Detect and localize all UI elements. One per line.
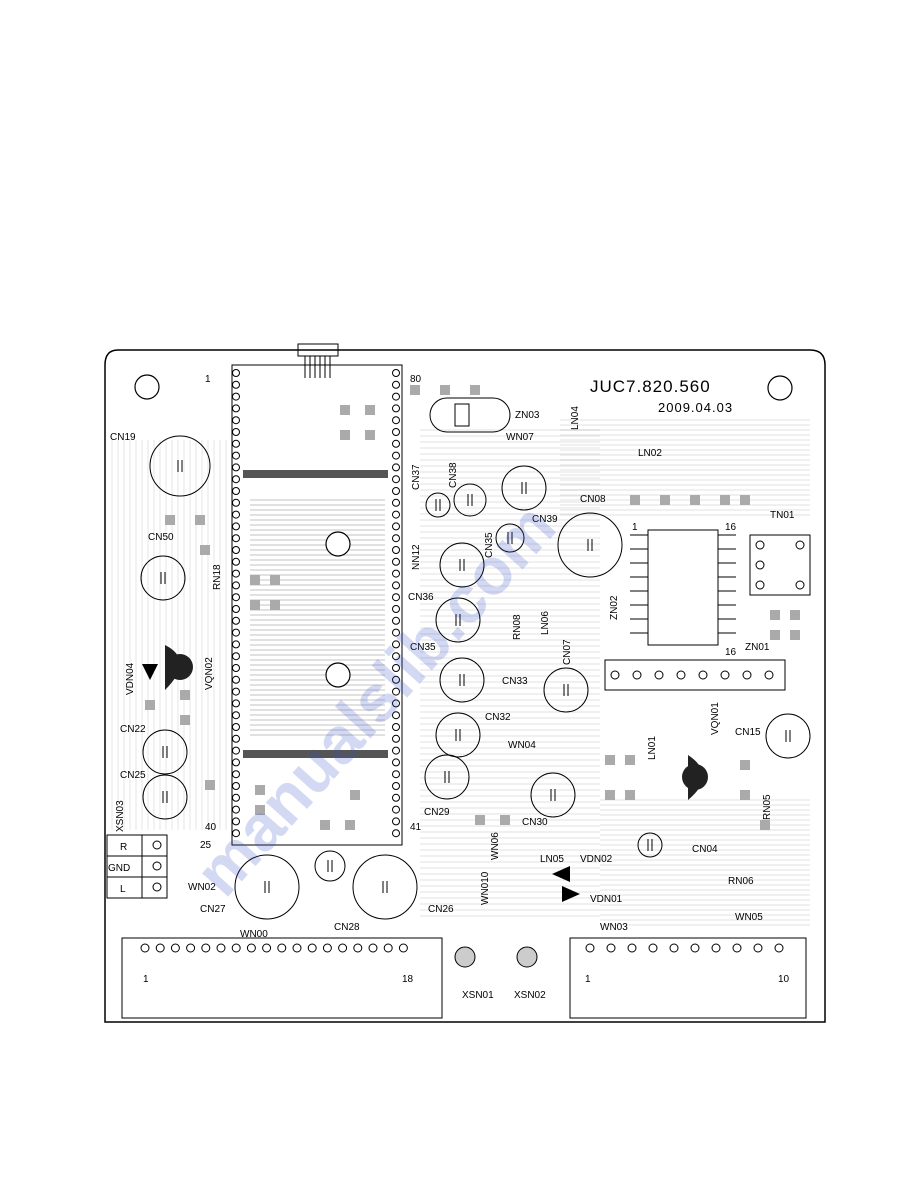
label-wn00: WN00 (240, 929, 268, 940)
label-wn02: WN02 (188, 882, 216, 893)
capacitors (140, 435, 811, 920)
jack-xsn01 (454, 946, 476, 968)
label-rn06: RN06 (728, 876, 754, 887)
mounting-hole-top-right (767, 375, 793, 401)
label-ln01: LN01 (647, 736, 658, 760)
label-cn29: CN29 (424, 807, 450, 818)
label-cn04: CN04 (692, 844, 718, 855)
ic-hole-upper (325, 531, 351, 557)
label-vqn01: VQN01 (710, 702, 721, 735)
label-zn03: ZN03 (515, 410, 540, 421)
diode-vdn04 (142, 664, 158, 680)
label-cn35b: CN35 (410, 642, 436, 653)
label-cn28: CN28 (334, 922, 360, 933)
label-wn07: WN07 (506, 432, 534, 443)
label-cn39: CN39 (532, 514, 558, 525)
wn00-pin-start: 1 (143, 974, 149, 985)
connector-zn01 (604, 659, 786, 691)
diode-vdn02 (552, 866, 570, 882)
transformer-tn01 (749, 534, 811, 596)
label-cn25: CN25 (120, 770, 146, 781)
label-vqn02: VQN02 (204, 657, 215, 690)
label-xsn03: XSN03 (115, 800, 126, 832)
wn03-pin-start: 1 (585, 974, 591, 985)
diode-vdn01 (562, 886, 580, 902)
label-cn37: CN37 (411, 464, 422, 490)
label-wn03: WN03 (600, 922, 628, 933)
label-cn36: CN36 (408, 592, 434, 603)
label-zn01: ZN01 (745, 642, 770, 653)
label-rn08: RN08 (512, 614, 523, 640)
smd-pads (145, 385, 800, 830)
label-cn08: CN08 (580, 494, 606, 505)
xsn03-pin-l: L (120, 884, 126, 895)
label-cn27: CN27 (200, 904, 226, 915)
ic-pin80-number: 80 (410, 374, 422, 385)
wn03-pin-end: 10 (778, 974, 790, 985)
ribbon-connector (297, 343, 339, 378)
mounting-hole-top-left (134, 374, 160, 400)
label-rn18: RN18 (212, 564, 223, 590)
zn01-pin-number: 16 (725, 647, 737, 658)
zn02-pin1-number: 1 (632, 522, 638, 533)
label-cn07: CN07 (562, 639, 573, 665)
label-cn19: CN19 (110, 432, 136, 443)
label-wn05: WN05 (735, 912, 763, 923)
label-xsn01: XSN01 (462, 990, 494, 1001)
label-cn35a: CN35 (484, 532, 495, 558)
zn02-pin16-number: 16 (725, 522, 737, 533)
label-wn04: WN04 (508, 740, 536, 751)
label-ln02: LN02 (638, 448, 662, 459)
label-cn32: CN32 (485, 712, 511, 723)
label-tn01: TN01 (770, 510, 795, 521)
label-vdn04: VDN04 (125, 662, 136, 695)
ic-zn02 (630, 529, 736, 646)
label-cn50: CN50 (148, 532, 174, 543)
label-cn26: CN26 (428, 904, 454, 915)
label-cn15: CN15 (735, 727, 761, 738)
label-rn05: RN05 (762, 794, 773, 820)
crystal-zn03 (429, 397, 511, 433)
label-ln06: LN06 (540, 611, 551, 635)
wn00-pin-end: 18 (402, 974, 414, 985)
board-outline (104, 349, 826, 1023)
label-wn06: WN06 (490, 832, 501, 860)
main-ic (231, 364, 403, 846)
wn02-pin-number: 25 (200, 840, 212, 851)
transistor-vqn01 (682, 755, 708, 800)
label-wn010: WN010 (480, 871, 491, 905)
connector-wn00 (121, 937, 443, 1019)
ic-hole-lower (325, 662, 351, 688)
ic-pin41-number: 41 (410, 822, 422, 833)
label-zn02: ZN02 (609, 595, 620, 620)
xsn03-pin-gnd: GND (108, 863, 130, 874)
label-cn38: CN38 (448, 462, 459, 488)
transistor-vqn02 (165, 645, 193, 690)
label-cn33: CN33 (502, 676, 528, 687)
label-xsn02: XSN02 (514, 990, 546, 1001)
xsn03-pin-r: R (120, 842, 127, 853)
board-date: 2009.04.03 (658, 400, 733, 415)
board-part-number: JUC7.820.560 (590, 377, 711, 396)
jack-xsn02 (516, 946, 538, 968)
connector-wn03 (569, 937, 807, 1019)
label-ln04: LN04 (570, 406, 581, 430)
connector-xsn03 (106, 834, 168, 899)
label-vdn02: VDN02 (580, 854, 613, 865)
ic-pin40-number: 40 (205, 822, 217, 833)
label-ln05: LN05 (540, 854, 564, 865)
ic-pin1-number: 1 (205, 374, 211, 385)
label-vdn01: VDN01 (590, 894, 623, 905)
label-nn12: NN12 (411, 544, 422, 570)
label-cn22: CN22 (120, 724, 146, 735)
label-cn30: CN30 (522, 817, 548, 828)
